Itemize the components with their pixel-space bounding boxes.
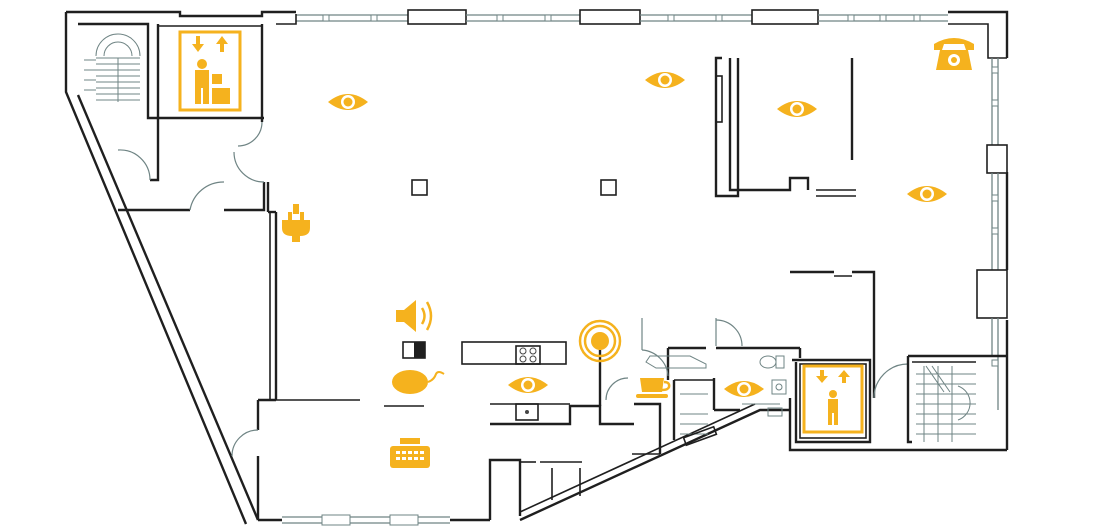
coffee-cup-icon: [636, 378, 671, 398]
light-switch-icon: [402, 341, 426, 359]
core-lower-right: [790, 270, 1007, 444]
partition-walls: [714, 56, 856, 198]
telephone-icon: [934, 38, 974, 70]
wc-kitchen-walls: [461, 318, 802, 520]
outer-walls: [64, 10, 1009, 525]
left-corridor: [231, 182, 424, 520]
freight-elevator-icon: [178, 30, 242, 112]
eye-icon: [328, 94, 368, 110]
computer-mouse-icon: [392, 370, 445, 394]
window-bottom: [282, 514, 450, 526]
stair-core-top-left: [78, 22, 266, 212]
eye-icon: [777, 101, 817, 117]
window-top: [276, 9, 1007, 59]
speaker-icon: [396, 300, 433, 332]
eye-icon: [508, 377, 548, 393]
eye-icon: [724, 381, 764, 397]
power-plug-icon: [282, 204, 310, 242]
fax-machine-icon: [390, 438, 430, 468]
eye-icon: [907, 186, 947, 202]
sensor-target-icon: [578, 319, 622, 363]
eye-icon: [645, 72, 685, 88]
window-right: [976, 58, 1008, 410]
columns: [411, 179, 617, 196]
passenger-elevator-icon: [802, 364, 864, 434]
